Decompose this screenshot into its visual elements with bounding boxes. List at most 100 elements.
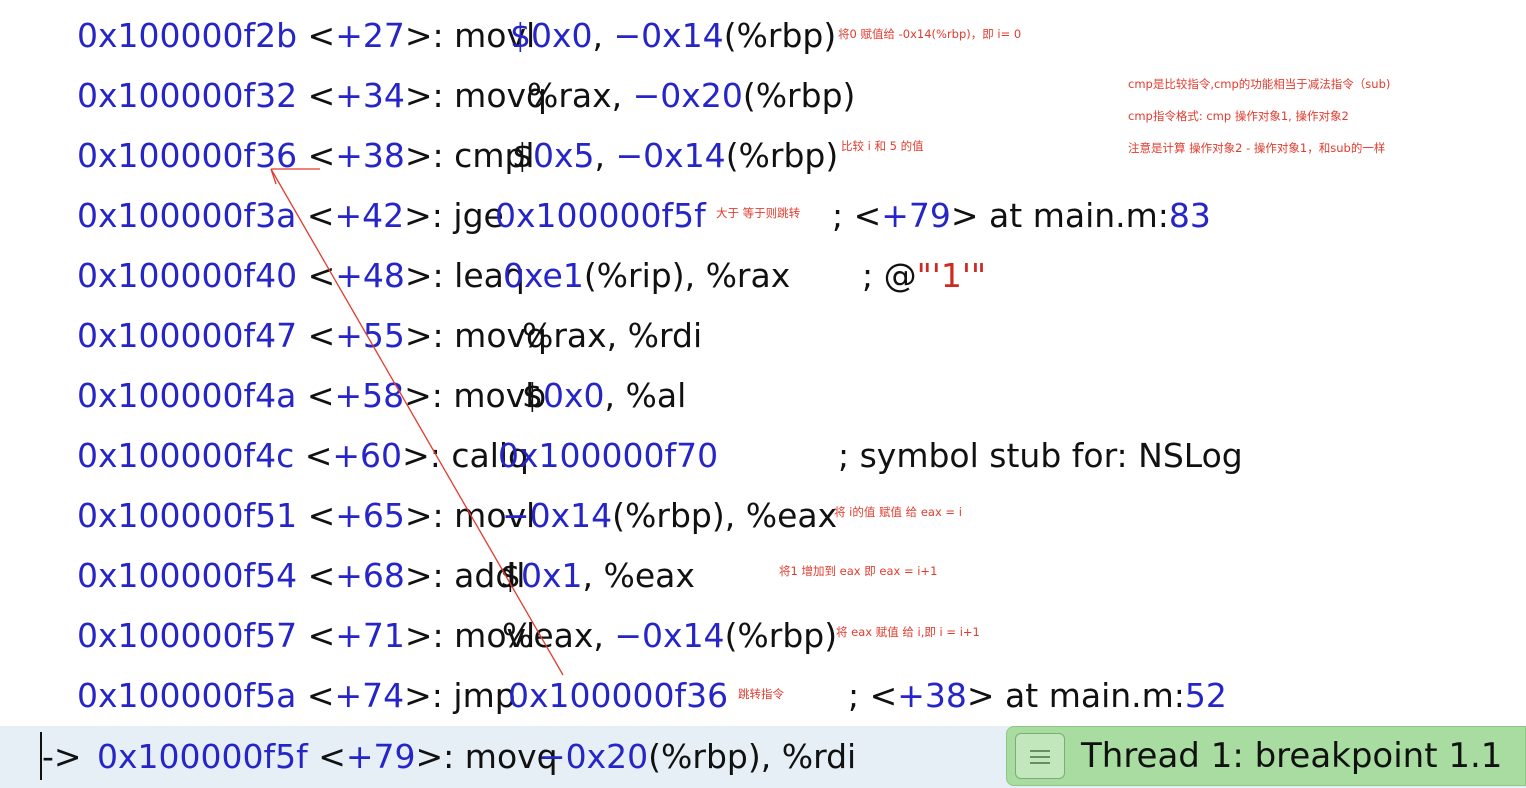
instruction-address: 0x100000f5a <box>77 676 297 715</box>
instruction-head: 0x100000f3a <+42>: jge <box>77 186 504 246</box>
instruction-offset: +48 <box>335 256 405 295</box>
annotation-compare-i-5: 比较 i 和 5 的值 <box>841 139 924 153</box>
instruction-head: 0x100000f36 <+38>: cmpl <box>77 126 535 186</box>
comment-token: +38 <box>897 676 967 715</box>
pc-arrow-glyph: -> <box>42 737 82 776</box>
instruction-offset: +74 <box>334 676 405 715</box>
operand-token: (%rbp), %rdi <box>648 737 857 776</box>
operand-token: , <box>594 136 616 175</box>
instruction-operands: $0x0, −0x14(%rbp) <box>510 6 836 66</box>
offset-open: < <box>297 76 336 115</box>
current-disassembly-line[interactable]: ->0x100000f5f <+79>: movq−0x20(%rbp), %r… <box>0 726 1526 788</box>
disassembly-line[interactable]: 0x100000f51 <+65>: movl−0x14(%rbp), %eax <box>0 486 1526 546</box>
operand-token: (%rbp) <box>725 136 839 175</box>
operand-token: (%rbp) <box>723 16 837 55</box>
instruction-offset: +79 <box>345 737 416 776</box>
comment-token: 52 <box>1184 676 1227 715</box>
operand-token: $0x0 <box>510 16 593 55</box>
operand-token: −0x20 <box>632 76 743 115</box>
instruction-operands: −0x14(%rbp), %eax <box>502 486 837 546</box>
disassembly-line[interactable]: 0x100000f32 <+34>: movq%rax, −0x20(%rbp) <box>0 66 1526 126</box>
offset-open: < <box>297 496 336 535</box>
operand-token: −0x14 <box>613 16 724 55</box>
disassembly-line[interactable]: 0x100000f2b <+27>: movl$0x0, −0x14(%rbp) <box>0 6 1526 66</box>
disassembly-line[interactable]: 0x100000f54 <+68>: addl$0x1, %eax <box>0 546 1526 606</box>
offset-open: < <box>297 616 336 655</box>
operand-token: , %al <box>604 376 687 415</box>
instruction-operands: %rax, −0x20(%rbp) <box>527 66 855 126</box>
operand-token: 0x100000f70 <box>498 436 719 475</box>
disassembly-line[interactable]: 0x100000f36 <+38>: cmpl$0x5, −0x14(%rbp) <box>0 126 1526 186</box>
annotation-cmp-format: cmp指令格式: cmp 操作对象1, 操作对象2 <box>1128 109 1349 123</box>
thread-breakpoint-label: Thread 1: breakpoint 1.1 <box>1081 736 1503 776</box>
instruction-address: 0x100000f32 <box>77 76 298 115</box>
operand-token: 0xe1 <box>503 256 584 295</box>
instruction-offset: +71 <box>335 616 405 655</box>
offset-close: >: <box>404 136 455 175</box>
instruction-offset: +55 <box>335 316 405 355</box>
thread-breakpoint-badge[interactable]: Thread 1: breakpoint 1.1 <box>1006 726 1526 786</box>
offset-close: >: <box>404 676 454 715</box>
operand-token: (%rbp) <box>742 76 856 115</box>
instruction-operands: %rax, %rdi <box>522 306 702 366</box>
comment-token: ; < <box>848 676 898 715</box>
operand-token: $ <box>500 556 521 595</box>
disassembly-line[interactable]: 0x100000f47 <+55>: movq%rax, %rdi <box>0 306 1526 366</box>
operand-token: %rax, %rdi <box>522 316 703 355</box>
menu-lines-icon[interactable] <box>1015 733 1065 779</box>
instruction-mnemonic: movl <box>454 16 536 55</box>
instruction-head: 0x100000f5a <+74>: jmp <box>77 666 516 726</box>
instruction-address: 0x100000f51 <box>77 496 298 535</box>
offset-close: >: <box>404 556 455 595</box>
instruction-mnemonic: cmpl <box>454 136 535 175</box>
instruction-operands: −0x20(%rbp), %rdi <box>538 726 856 788</box>
offset-close: >: <box>404 376 454 415</box>
instruction-address: 0x100000f3a <box>77 196 297 235</box>
instruction-offset: +38 <box>335 136 405 175</box>
offset-close: >: <box>404 256 455 295</box>
annotation-cmp-desc: cmp是比较指令,cmp的功能相当于减法指令（sub) <box>1128 77 1391 91</box>
comment-token: +79 <box>881 196 951 235</box>
instruction-offset: +42 <box>334 196 405 235</box>
instruction-offset: +68 <box>335 556 405 595</box>
operand-token: $ <box>512 136 533 175</box>
offset-open: < <box>296 376 335 415</box>
instruction-comment: ; @"'1'" <box>862 246 986 306</box>
offset-close: >: <box>404 616 455 655</box>
offset-close: >: <box>404 196 454 235</box>
instruction-head: 0x100000f54 <+68>: addl <box>77 546 525 606</box>
offset-open: < <box>307 737 346 776</box>
annotation-eax-inc: 将1 增加到 eax 即 eax = i+1 <box>779 564 938 578</box>
operand-token: −0x14 <box>502 496 613 535</box>
instruction-address: 0x100000f47 <box>77 316 298 355</box>
instruction-address: 0x100000f36 <box>77 136 298 175</box>
annotation-set-i-zero: 将0 赋值给 -0x14(%rbp)，即 i= 0 <box>838 27 1022 41</box>
operand-token: , <box>592 16 614 55</box>
comment-token: ; symbol stub for: NSLog <box>838 436 1243 475</box>
operand-token: (%rbp), %eax <box>612 496 838 535</box>
comment-token: "'1'" <box>916 256 987 295</box>
operand-token: −0x14 <box>614 616 725 655</box>
instruction-offset: +34 <box>335 76 405 115</box>
instruction-offset: +27 <box>335 16 405 55</box>
instruction-head: 0x100000f51 <+65>: movl <box>77 486 535 546</box>
instruction-head: 0x100000f2b <+27>: movl <box>77 6 535 66</box>
annotation-cmp-note: 注意是计算 操作对象2 - 操作对象1，和sub的一样 <box>1128 141 1386 155</box>
disassembly-line[interactable]: 0x100000f57 <+71>: movl%eax, −0x14(%rbp) <box>0 606 1526 666</box>
offset-open: < <box>297 316 336 355</box>
instruction-address: 0x100000f2b <box>77 16 298 55</box>
operand-token: 0x5 <box>533 136 595 175</box>
instruction-comment: ; <+38> at main.m:52 <box>848 666 1227 726</box>
operand-token: (%rbp) <box>724 616 838 655</box>
instruction-head: 0x100000f4c <+60>: callq <box>77 426 529 486</box>
instruction-comment: ; <+79> at main.m:83 <box>832 186 1211 246</box>
offset-close: >: <box>404 76 455 115</box>
instruction-operands: %eax, −0x14(%rbp) <box>502 606 837 666</box>
disassembly-line[interactable]: 0x100000f4a <+58>: movb$0x0, %al <box>0 366 1526 426</box>
annotation-jmp: 跳转指令 <box>738 687 784 701</box>
offset-open: < <box>297 556 336 595</box>
instruction-address: 0x100000f57 <box>77 616 298 655</box>
